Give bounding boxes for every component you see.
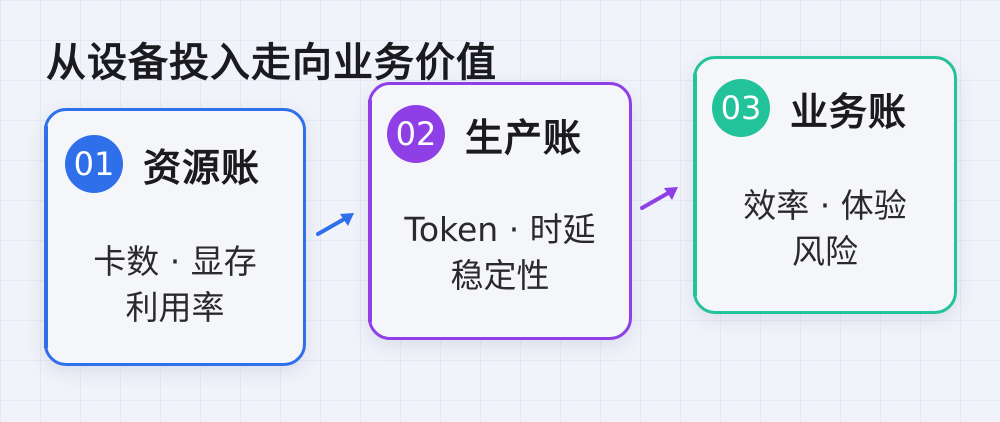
card-line: 效率 · 体验 <box>743 186 907 225</box>
card-description: Token · 时延 稳定性 <box>371 207 629 299</box>
card-description: 效率 · 体验 风险 <box>696 183 954 275</box>
card-line: 利用率 <box>125 288 225 327</box>
card-line: 稳定性 <box>450 256 550 295</box>
arrow-right-icon <box>316 213 354 236</box>
step-number-badge: 02 <box>387 105 445 163</box>
card-description: 卡数 · 显存 利用率 <box>47 239 303 331</box>
card-title: 资源账 <box>143 145 261 190</box>
card-title: 业务账 <box>790 89 908 134</box>
card-resource-ledger: 01 资源账 卡数 · 显存 利用率 <box>44 108 306 366</box>
step-number-badge: 03 <box>712 79 770 137</box>
card-business-ledger: 03 业务账 效率 · 体验 风险 <box>693 56 957 314</box>
arrow-right-icon <box>640 187 678 210</box>
step-number-badge: 01 <box>65 135 123 193</box>
card-line: 风险 <box>792 232 858 271</box>
card-title: 生产账 <box>465 115 583 160</box>
card-line: 卡数 · 显存 <box>93 242 257 281</box>
card-line: Token · 时延 <box>404 210 596 249</box>
card-production-ledger: 02 生产账 Token · 时延 稳定性 <box>368 82 632 340</box>
page-title: 从设备投入走向业务价值 <box>46 40 497 86</box>
